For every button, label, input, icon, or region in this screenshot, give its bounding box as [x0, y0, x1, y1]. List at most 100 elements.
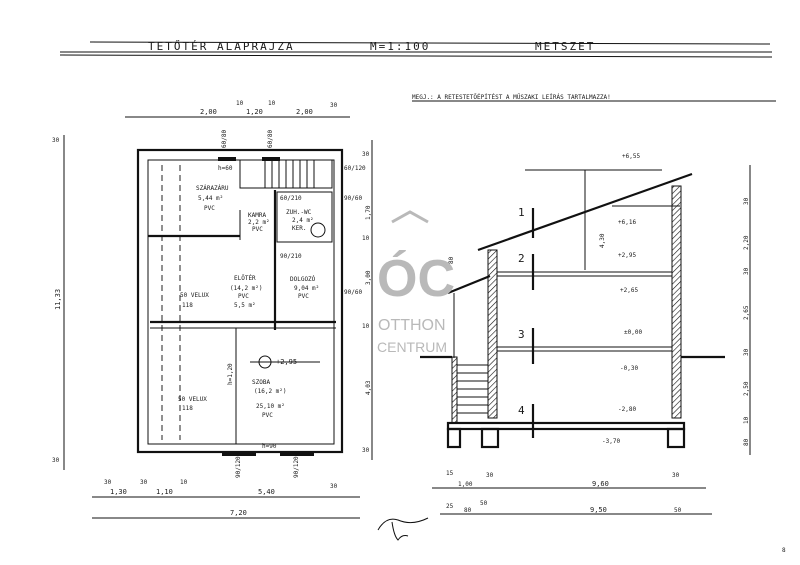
dimension: 30	[743, 267, 750, 275]
dimension: 10	[362, 323, 370, 330]
window-tag: 60/80	[221, 130, 228, 148]
cut-mark: 1	[518, 206, 527, 219]
cut-mark: 2	[518, 252, 527, 265]
dimension: 9,60	[592, 480, 609, 488]
room-floor: PVC	[204, 205, 215, 212]
room-label: ZUH.-WC	[286, 209, 312, 216]
dimension: 10	[362, 235, 370, 242]
dimension: 30	[672, 472, 680, 479]
dimension: 80	[743, 438, 750, 446]
door-tag: 60/210	[280, 195, 302, 202]
dimension: 30	[104, 479, 112, 486]
level-mark: +2,65	[620, 287, 638, 294]
level-mark: -2,80	[618, 406, 636, 413]
height-note: h=1,20	[227, 363, 234, 385]
dimension: 10	[743, 416, 750, 424]
window-tag: 60/120	[344, 165, 366, 172]
dimension: 10	[268, 100, 276, 107]
window-tag: 90/120	[235, 456, 242, 478]
dimension: 4,03	[365, 380, 372, 395]
room-floor: PVC	[262, 412, 273, 419]
dimension: 10	[180, 479, 188, 486]
dimension: 30	[52, 457, 60, 464]
watermark: ÓC OTTHON CENTRUM	[377, 210, 455, 355]
room-area: (16,2 m²)	[254, 388, 287, 395]
dimension: 2,00	[200, 108, 217, 116]
room-label: KAMRA	[248, 212, 266, 219]
dimension: 25	[446, 503, 454, 510]
plan-title: TETŐTÉR ALAPRAJZA	[148, 39, 295, 53]
room-floor: PVC	[252, 226, 263, 233]
scale-label: M=1:100	[370, 40, 430, 53]
stair-steps	[457, 364, 488, 414]
dimension: 30	[362, 151, 370, 158]
dimension: 15	[446, 470, 454, 477]
dimension: 30	[743, 348, 750, 356]
window-tag: 90/60	[344, 195, 362, 202]
note-text: MEGJ.: A RETESTETŐÉPÍTÉST A MŰSZAKI LEÍR…	[412, 93, 611, 101]
dimension: 1,00	[458, 481, 473, 488]
level-mark: -0,30	[620, 365, 638, 372]
room-floor: PVC	[238, 293, 249, 300]
dimension: 2,00	[296, 108, 313, 116]
velux-size: 118	[182, 405, 193, 412]
dimension: 30	[330, 483, 338, 490]
level-mark: +2,95	[276, 358, 297, 366]
dimension: 50	[480, 500, 488, 507]
signature	[377, 517, 429, 541]
room-extra: 5,5 m²	[234, 302, 256, 309]
level-mark: +6,55	[622, 153, 640, 160]
room-area: 2,2 m²	[248, 219, 270, 226]
room-label: ELŐTÉR	[234, 274, 256, 282]
velux-label: 50 VELUX	[180, 292, 209, 299]
door-tag: 90/210	[280, 253, 302, 260]
dimension: 1,30	[110, 488, 127, 496]
room-area: (14,2 m²)	[230, 285, 263, 292]
room-area: 5,44 m²	[198, 195, 223, 202]
dimension: 9,50	[590, 506, 607, 514]
dimension: 30	[52, 137, 60, 144]
height-note: h=60	[218, 165, 233, 172]
room-area: 9,04 m²	[294, 285, 319, 292]
room-floor: KER.	[292, 225, 306, 232]
dimension: 80	[448, 256, 455, 264]
dimension: 30	[743, 197, 750, 205]
dimension: 2,65	[743, 305, 750, 320]
level-mark: +6,16	[618, 219, 636, 226]
dimension: 3,00	[365, 270, 372, 285]
dimension: 2,20	[743, 235, 750, 250]
page-number: 8	[782, 547, 786, 554]
dimension: 5,40	[258, 488, 275, 496]
level-mark: ±0,00	[624, 329, 642, 336]
room-floor: PVC	[298, 293, 309, 300]
title-block: TETŐTÉR ALAPRAJZA M=1:100 METSZET MEGJ.:…	[59, 39, 776, 102]
cut-mark: 4	[518, 404, 527, 417]
floor-plan: SZÁRAZÁRU 5,44 m² PVC KAMRA 2,2 m² PVC Z…	[52, 100, 373, 519]
dimension: 1,70	[365, 205, 372, 220]
room-label: SZÁRAZÁRU	[196, 185, 229, 192]
velux-size: 118	[182, 302, 193, 309]
dimension: 30	[362, 447, 370, 454]
dimension: 50	[674, 507, 682, 514]
level-mark: -3,70	[602, 438, 620, 445]
watermark-text: CENTRUM	[377, 339, 447, 355]
dimension-total: 7,20	[230, 509, 247, 517]
window-tag: 60/80	[267, 130, 274, 148]
cut-mark: 3	[518, 328, 527, 341]
dimension: 80	[464, 507, 472, 514]
room-area: 2,4 m²	[292, 217, 314, 224]
watermark-logo: ÓC	[377, 250, 455, 308]
dimension: 4,30	[599, 233, 606, 248]
section-drawing: 1 2 3 4 +6,55 +6,16 +2,95 +2,65 ±0,00 -0…	[420, 153, 751, 515]
dimension: 30	[140, 479, 148, 486]
watermark-text: OTTHON	[378, 317, 446, 334]
room-label: SZOBA	[252, 379, 270, 386]
window-tag: 90/60	[344, 289, 362, 296]
height-note: h=90	[262, 443, 277, 450]
dimension: 11,33	[54, 289, 62, 310]
dimension: 10	[236, 100, 244, 107]
room-label: DOLGOZÓ	[290, 276, 316, 283]
window-tag: 90/120	[293, 456, 300, 478]
dimension: 30	[330, 102, 338, 109]
